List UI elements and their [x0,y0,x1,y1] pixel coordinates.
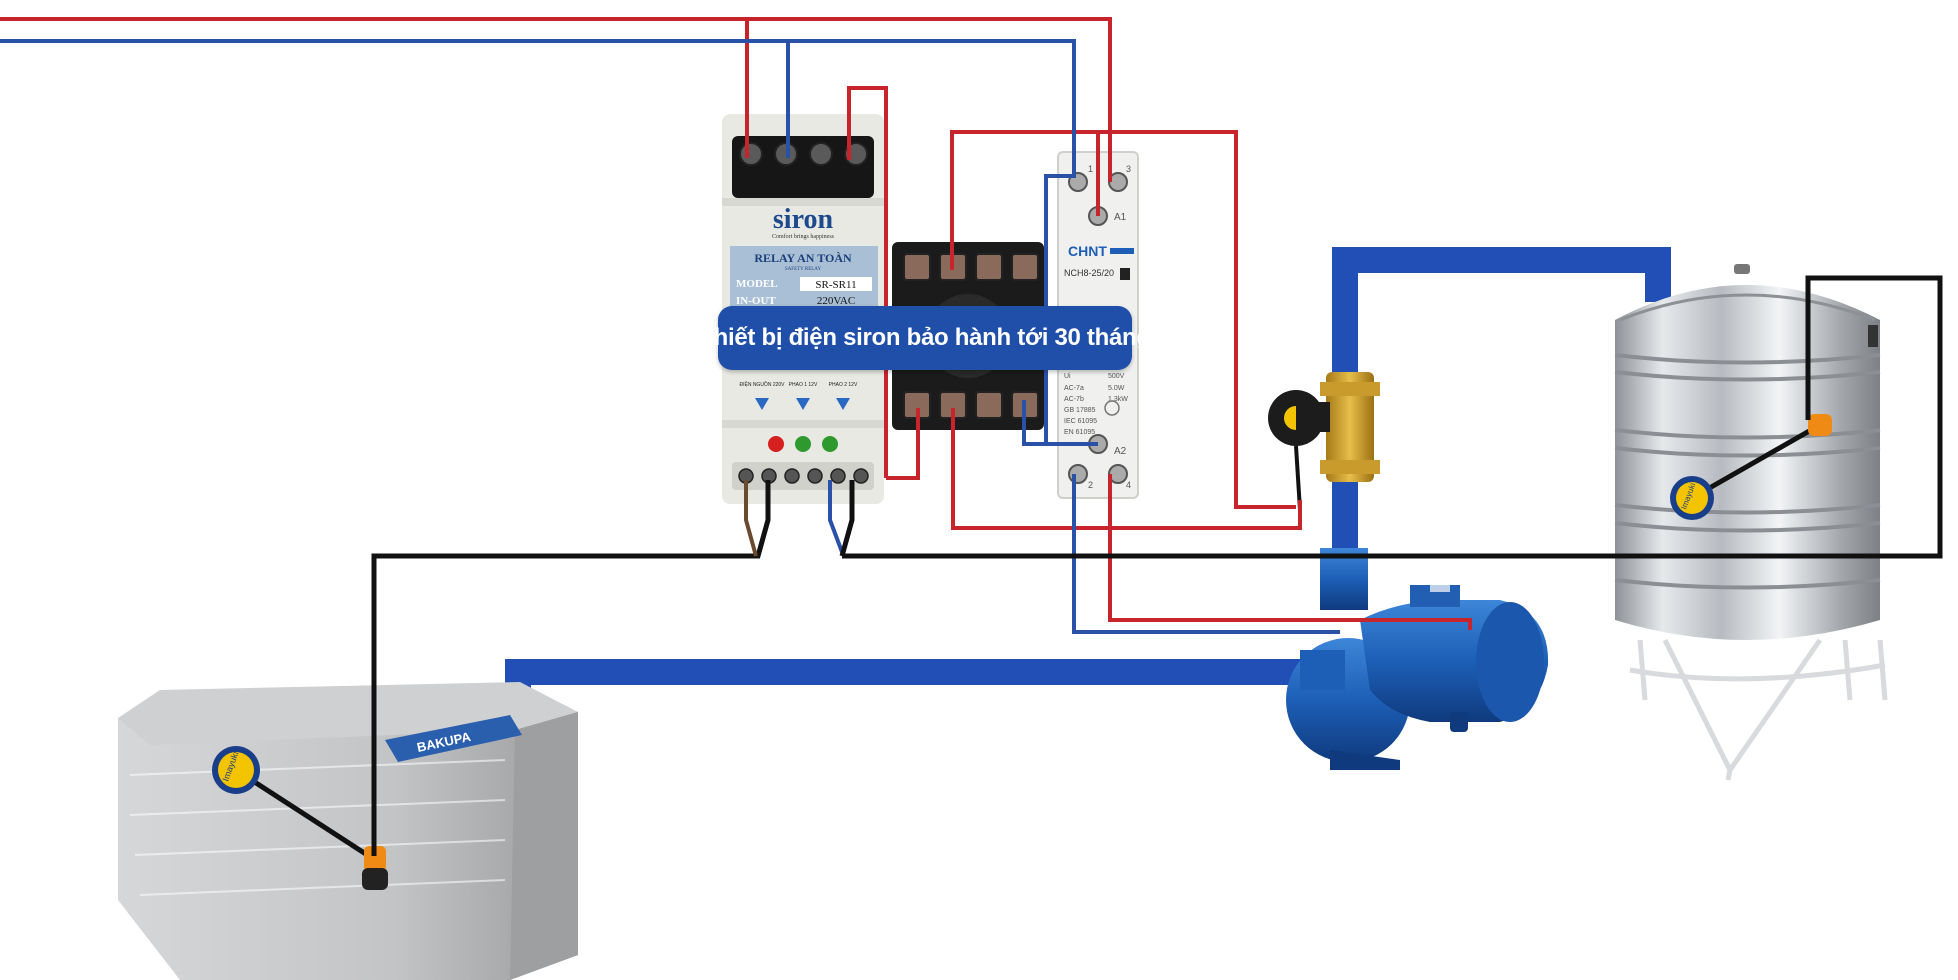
terminal-screw-icon [809,142,833,166]
float-switch-1: Imayuki [212,746,388,890]
indicator-led-icon [768,436,784,452]
contactor-spec-4: IEC 61095 [1064,418,1097,425]
brown-wire [744,480,758,557]
relay-model-label: MODEL [736,278,778,290]
flow-switch [1268,372,1380,511]
arrow-down-icon [755,398,769,410]
terminal-screw-icon [853,468,869,484]
terminal-screw-icon [784,468,800,484]
water-pump [1286,548,1549,770]
indicator-led-icon [795,436,811,452]
contactor-model: NCH8-25/20 [1064,268,1114,278]
relay-label-float2: PHAO 2 12V [829,382,858,388]
contactor-spec-1: AC-7a [1064,385,1084,392]
terminal-screw-icon [1068,464,1088,484]
contactor-spec-value-1: 5.0W [1108,385,1125,392]
terminal-screw-icon [830,468,846,484]
relay-bottom-terminals [738,468,869,484]
supply-pipe [505,659,1310,711]
contactor-spec-0: Ui [1064,373,1071,380]
terminal-screw-icon [807,468,823,484]
contactor-terminal-4: 4 [1126,480,1131,490]
relay-arrows [755,398,850,410]
contactor-brand: CHNT [1068,243,1107,259]
riser-pipe [1332,247,1671,590]
arrow-down-icon [836,398,850,410]
contactor-a2: A2 [1114,446,1127,457]
contactor-spec-value-2: 1.3kW [1108,396,1128,403]
arrow-down-icon [796,398,810,410]
contactor-spec-value-0: 500V [1108,373,1125,380]
underground-tank: BAKUPA [118,682,578,980]
terminal-screw-icon [739,142,763,166]
indicator-led-icon [822,436,838,452]
relay-label-power: ĐIỆN NGUỒN 220V [739,380,785,388]
contactor-terminal-3: 3 [1126,164,1131,174]
relay-brand: siron [773,204,834,235]
contactor-spec-2: AC-7b [1064,396,1084,403]
warranty-text: Thiết bị điện siron bảo hành tới 30 thán… [699,324,1151,351]
black-wires [371,275,1943,856]
relay-label-float1: PHAO 1 12V [789,382,818,388]
relay-title: RELAY AN TOÀN [754,251,852,265]
stainless-tank [1614,264,1888,781]
contactor-a1: A1 [1114,212,1127,223]
relay-slogan: Comfort brings happiness [772,233,835,240]
warranty-banner: Thiết bị điện siron bảo hành tới 30 thán… [699,306,1151,370]
relay-subtitle: SAFETY RELAY [785,267,822,272]
contactor-terminal-1: 1 [1088,164,1093,174]
relay-input-label: IN-OUT [736,295,776,307]
relay-input-value: 220VAC [817,295,855,307]
relay-model-value: SR-SR11 [815,279,856,291]
contactor-spec-5: EN 61095 [1064,429,1095,436]
float-switch-2: Imayuki [1670,414,1832,520]
contactor-spec-3: GB 17885 [1064,407,1096,414]
contactor-terminal-2: 2 [1088,480,1093,490]
